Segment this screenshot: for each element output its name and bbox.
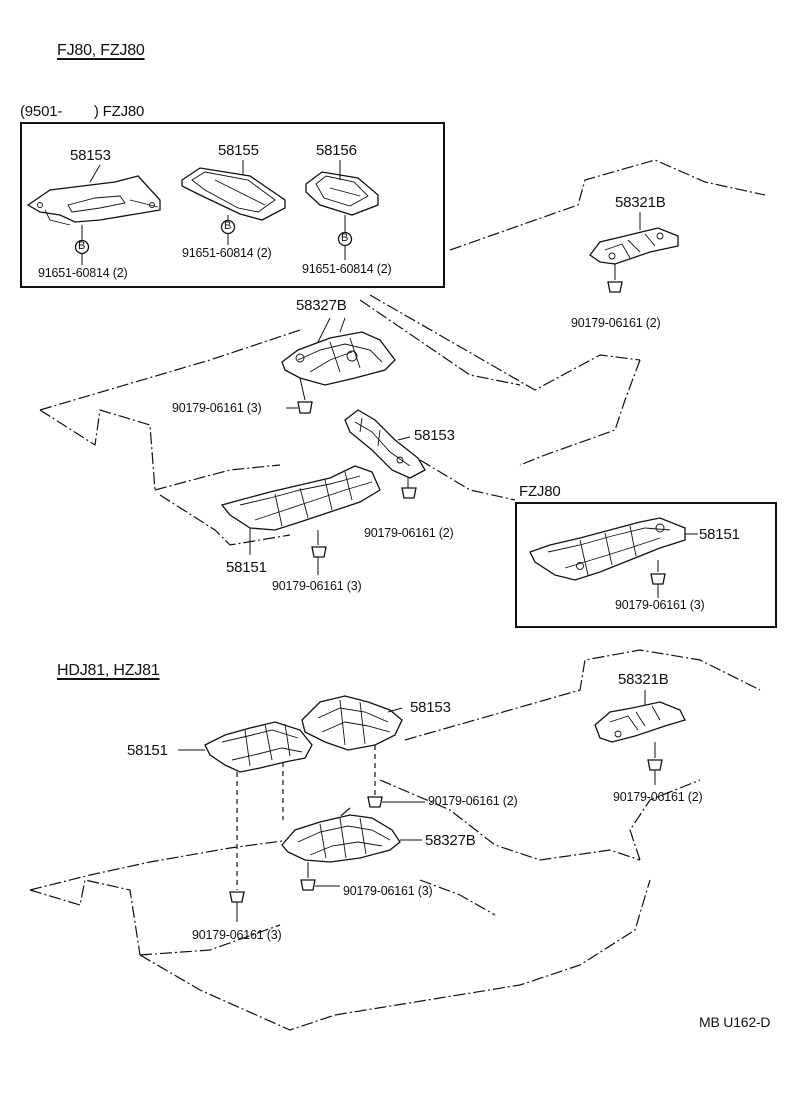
bolt-mark-b: B: [341, 232, 349, 244]
center-insulator-58327B-upper: [281, 317, 396, 414]
front-insulator-58151-lower: [178, 721, 313, 890]
inset-box-9501-fzj80: [20, 122, 445, 288]
front-insulator-58151-upper: [220, 465, 381, 575]
fastener-label-tunnel-upper: 90179-06161 (2): [364, 526, 454, 540]
inset-top-title: (9501- ) FZJ80: [20, 103, 145, 120]
bolt-mark-b: B: [224, 220, 232, 232]
bolt-mark-b: B: [78, 240, 86, 252]
inset-bolt-label-58153: 91651-60814 (2): [38, 266, 128, 280]
upper-section-heading: FJ80, FZJ80: [57, 42, 145, 59]
inset-fzj80-fastener-label: 90179-06161 (3): [615, 598, 705, 612]
part-label-58151-upper: 58151: [226, 559, 267, 576]
inset-bolt-label-58155: 91651-60814 (2): [182, 246, 272, 260]
lower-section-heading: HDJ81, HZJ81: [57, 662, 160, 679]
fastener-label-rear-upper: 90179-06161 (2): [571, 316, 661, 330]
inset-fzj80-title: FZJ80: [519, 483, 561, 500]
fastener-label-center-lower: 90179-06161 (3): [343, 884, 433, 898]
inset-part-label-58156: 58156: [316, 142, 357, 159]
part-label-58327B-lower: 58327B: [425, 832, 476, 849]
inset-bolt-label-58156: 91651-60814 (2): [302, 262, 392, 276]
inset-part-58156: [305, 171, 379, 216]
inset-part-label-58155: 58155: [218, 142, 259, 159]
inset-fzj80-part-label: 58151: [699, 526, 740, 543]
rear-insulator-58321B-lower: [594, 690, 686, 785]
inset-part-label-58153: 58153: [70, 147, 111, 164]
fastener-label-center-upper: 90179-06161 (3): [172, 401, 262, 415]
inset-bolt-leaders: [74, 160, 353, 265]
inset-part-58153: [26, 175, 161, 226]
fastener-label-rear-lower: 90179-06161 (2): [613, 790, 703, 804]
part-label-58151-lower: 58151: [127, 742, 168, 759]
rear-insulator-58321B-upper: [589, 212, 679, 293]
upper-floor-outline: [39, 159, 766, 546]
fastener-label-tunnel-lower: 90179-06161 (2): [428, 794, 518, 808]
part-label-58321B-upper: 58321B: [615, 194, 666, 211]
lower-fasteners: [229, 796, 425, 922]
fastener-label-front-upper: 90179-06161 (3): [272, 579, 362, 593]
part-label-58321B-lower: 58321B: [618, 671, 669, 688]
inset-box-fzj80: [515, 502, 777, 628]
part-label-58327B-upper: 58327B: [296, 297, 347, 314]
lower-floor-outline: [29, 649, 761, 1031]
fastener-label-front-lower: 90179-06161 (3): [192, 928, 282, 942]
drawing-code: MB U162-D: [699, 1014, 771, 1030]
inset-fzj80-insulator: [529, 517, 698, 598]
part-label-58153-lower: 58153: [410, 699, 451, 716]
tunnel-insulator-58153-lower: [301, 695, 403, 795]
inset-part-58155: [181, 167, 286, 221]
part-label-58153-upper: 58153: [414, 427, 455, 444]
center-insulator-58327B-lower: [281, 814, 422, 878]
tunnel-insulator-58153-upper: [344, 409, 426, 499]
